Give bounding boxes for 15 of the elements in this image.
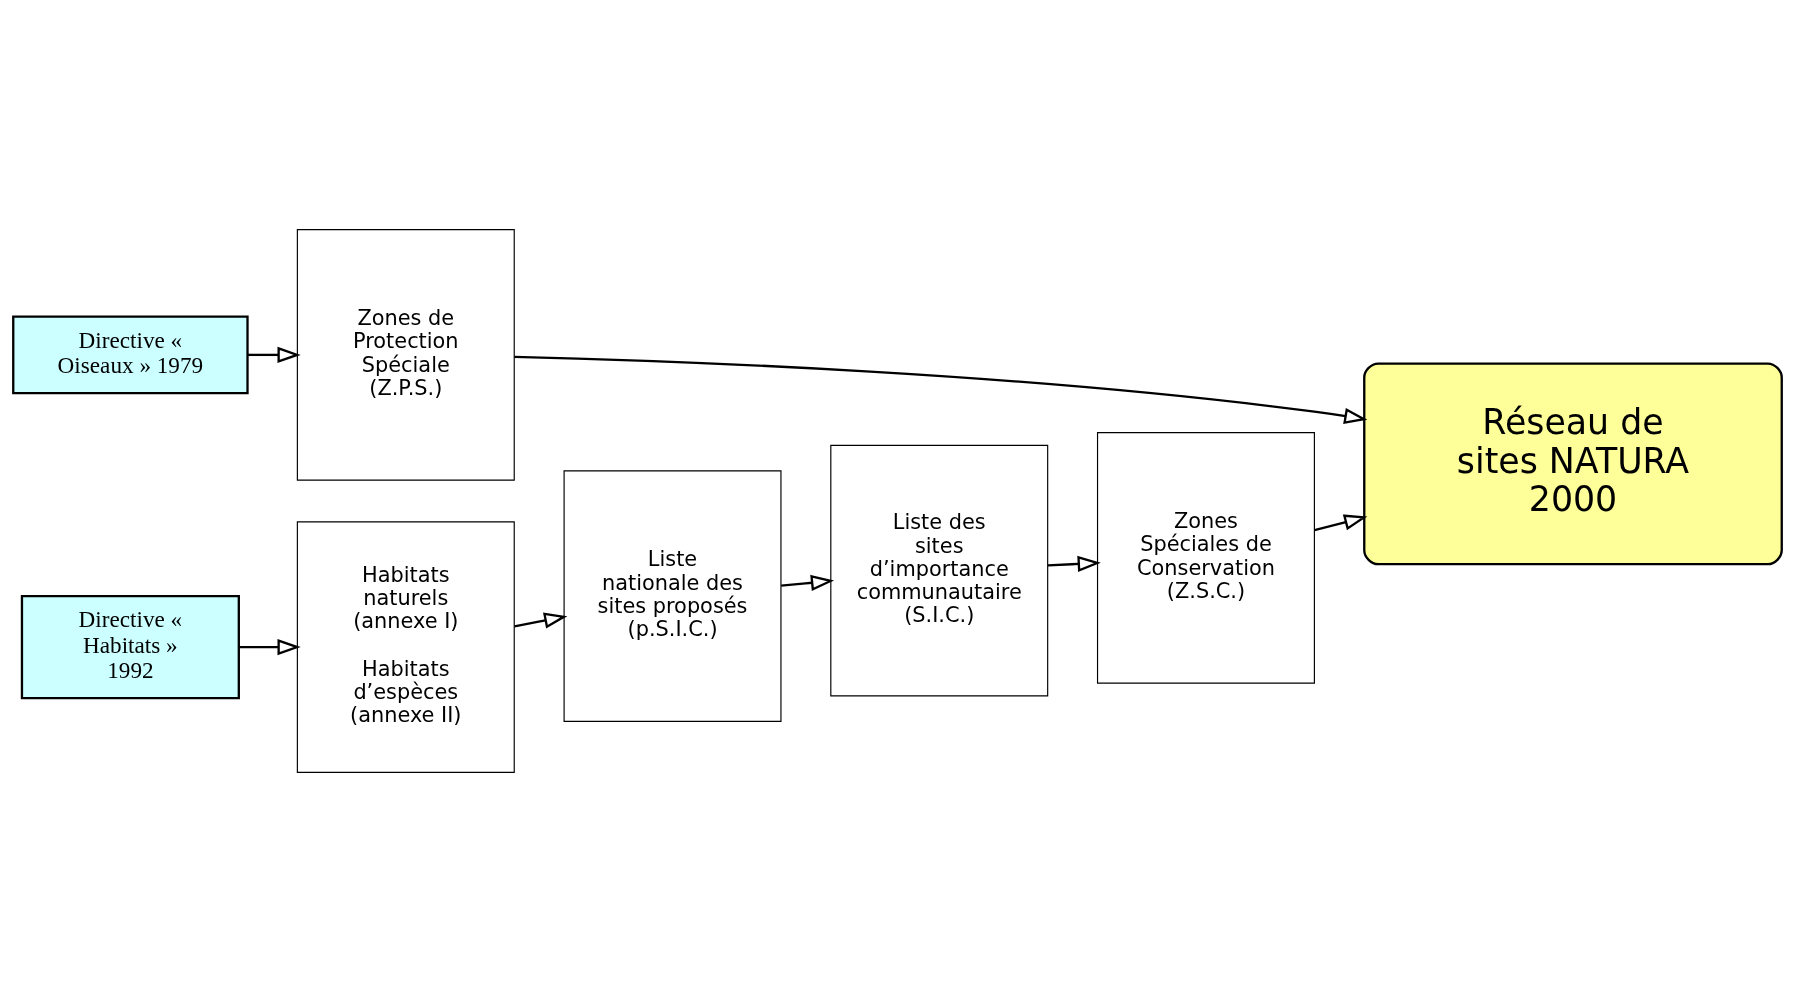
arrow <box>781 574 835 591</box>
node-box: Zones Spéciales de Conservation (Z.S.C.) <box>1096 432 1315 684</box>
arrow <box>514 612 568 629</box>
node-box: Zones de Protection Spéciale (Z.P.S.) <box>296 229 515 481</box>
node-box: Directive « Habitats » 1992 <box>20 594 240 700</box>
arrow <box>514 355 1368 425</box>
node-box: Liste nationale des sites proposés (p.S.I.C.) <box>563 470 782 722</box>
arrow <box>1314 514 1368 532</box>
node-box: Habitats naturels (annexe I) Habitats d’espèces (annexe II) <box>296 521 515 773</box>
arrow <box>239 639 301 656</box>
node-box: Directive « Oiseaux » 1979 <box>12 315 249 395</box>
arrow <box>247 346 301 363</box>
arrow <box>1047 555 1101 573</box>
node-box: Réseau de sites NATURA 2000 <box>1363 362 1783 566</box>
node-box: Liste des sites d’importance communautaire (S.I.C.) <box>830 444 1049 697</box>
